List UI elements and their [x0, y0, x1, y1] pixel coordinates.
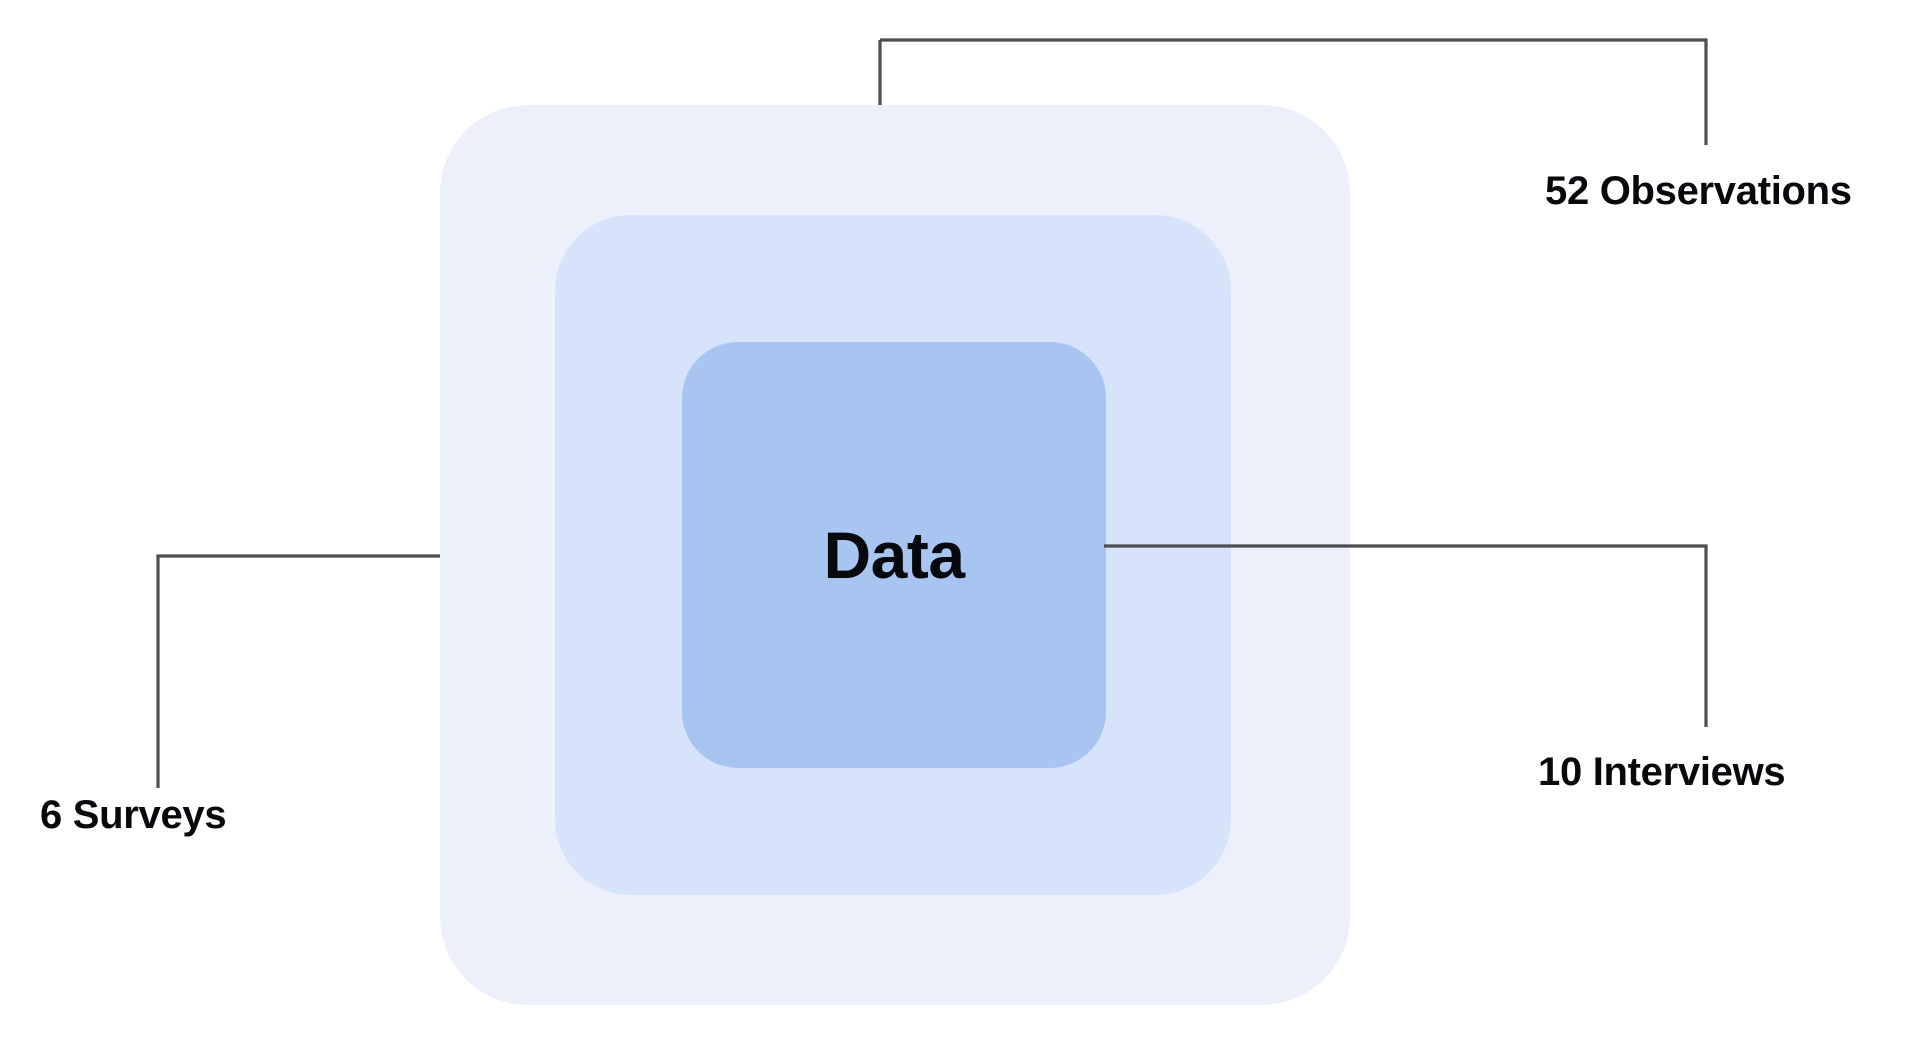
- callout-label-observations: 52 Observations: [1545, 169, 1852, 213]
- inner-core-layer: Data: [682, 342, 1106, 768]
- connector-surveys: [156, 554, 440, 788]
- callout-label-interviews: 10 Interviews: [1538, 750, 1786, 794]
- callout-label-surveys: 6 Surveys: [40, 793, 227, 837]
- core-label: Data: [823, 518, 965, 592]
